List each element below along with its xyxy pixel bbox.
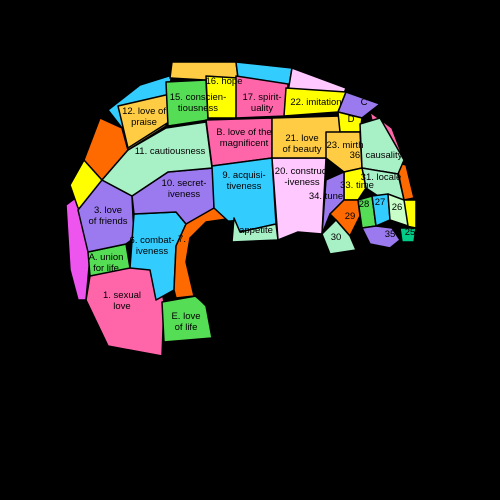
label-line: 16. hope xyxy=(206,76,243,87)
label-25: 25 xyxy=(405,227,416,238)
label-line: 10. secret- xyxy=(162,178,207,189)
region-36 xyxy=(359,117,405,175)
label-line: 9. acquisi- xyxy=(222,170,265,181)
label-line: B. love of the xyxy=(216,127,271,138)
label-28: 28 xyxy=(359,199,370,210)
label-line: 15. conscien- xyxy=(170,92,227,103)
label-line: 12. love of xyxy=(122,106,166,117)
label-line: iveness xyxy=(136,246,168,257)
label-line: 27 xyxy=(375,197,386,208)
label-27: 27 xyxy=(375,197,386,208)
stem-gap xyxy=(186,220,420,306)
label-23: 23. mirth xyxy=(327,140,364,151)
label-11: 11. cautiousness xyxy=(135,146,206,157)
label-6: 6. combat-iveness xyxy=(130,235,175,257)
label-line: 3. love xyxy=(94,205,122,216)
label-line: praise xyxy=(131,117,157,128)
label-line: magnificent xyxy=(220,138,269,149)
label-line: 1. sexual xyxy=(103,290,141,301)
label-d: D xyxy=(348,114,355,125)
label-line: 31. locale xyxy=(361,172,402,183)
label-22: 22. imitation xyxy=(290,97,341,108)
label-line: love xyxy=(113,301,130,312)
label-line: for life xyxy=(93,263,119,274)
label-line: 30 xyxy=(331,232,342,243)
label-line: 21. love xyxy=(285,133,318,144)
label-30: 30 xyxy=(331,232,342,243)
label-line: 26 xyxy=(392,202,403,213)
label-line: of life xyxy=(175,322,198,333)
label-line: 36. causality xyxy=(350,150,403,161)
label-29: 29 xyxy=(345,211,356,222)
label-line: 23. mirth xyxy=(327,140,364,151)
label-line: 20. construct xyxy=(275,166,330,177)
region-26 xyxy=(387,193,409,227)
label-line: 34. tune xyxy=(309,191,343,202)
label-35: 35 xyxy=(385,229,396,240)
label-line: 17. spirit- xyxy=(242,92,281,103)
label-line: E. love xyxy=(171,311,200,322)
label-line: of beauty xyxy=(282,144,321,155)
label-line: 6. combat- xyxy=(130,235,175,246)
label-line: 28 xyxy=(359,199,370,210)
label-line: 33. time xyxy=(340,180,374,191)
label-10: 10. secret-iveness xyxy=(162,178,207,200)
label-16: 16. hope xyxy=(206,76,243,87)
label-line: 35 xyxy=(385,229,396,240)
label-line: 7. xyxy=(178,234,186,245)
label-line: appetite xyxy=(239,225,273,236)
label-20: 20. construct-iveness xyxy=(275,166,330,188)
label-line: 25 xyxy=(405,227,416,238)
label-line: -iveness xyxy=(284,177,320,188)
label-9: 9. acquisi-tiveness xyxy=(222,170,265,192)
label-26: 26 xyxy=(392,202,403,213)
region-E xyxy=(161,295,213,343)
label-17: 17. spirit-uality xyxy=(242,92,281,114)
label-7: 7. xyxy=(178,234,186,245)
label-app: appetite xyxy=(239,225,273,236)
label-34: 34. tune xyxy=(309,191,343,202)
label-33: 33. time xyxy=(340,180,374,191)
label-line: tiveness xyxy=(227,181,262,192)
label-15: 15. conscien-tiousness xyxy=(170,92,227,114)
label-line: of friends xyxy=(88,216,127,227)
label-line: 22. imitation xyxy=(290,97,341,108)
label-line: A. union xyxy=(89,252,124,263)
label-line: C xyxy=(361,97,368,108)
label-line: iveness xyxy=(168,189,200,200)
label-line: tiousness xyxy=(178,103,218,114)
label-line: D xyxy=(348,114,355,125)
label-c: C xyxy=(361,97,368,108)
label-line: 11. cautiousness xyxy=(135,146,206,157)
label-line: uality xyxy=(251,103,273,114)
label-31: 31. locale xyxy=(361,172,402,183)
region-25 xyxy=(399,227,417,243)
label-36: 36. causality xyxy=(350,150,403,161)
label-line: 29 xyxy=(345,211,356,222)
